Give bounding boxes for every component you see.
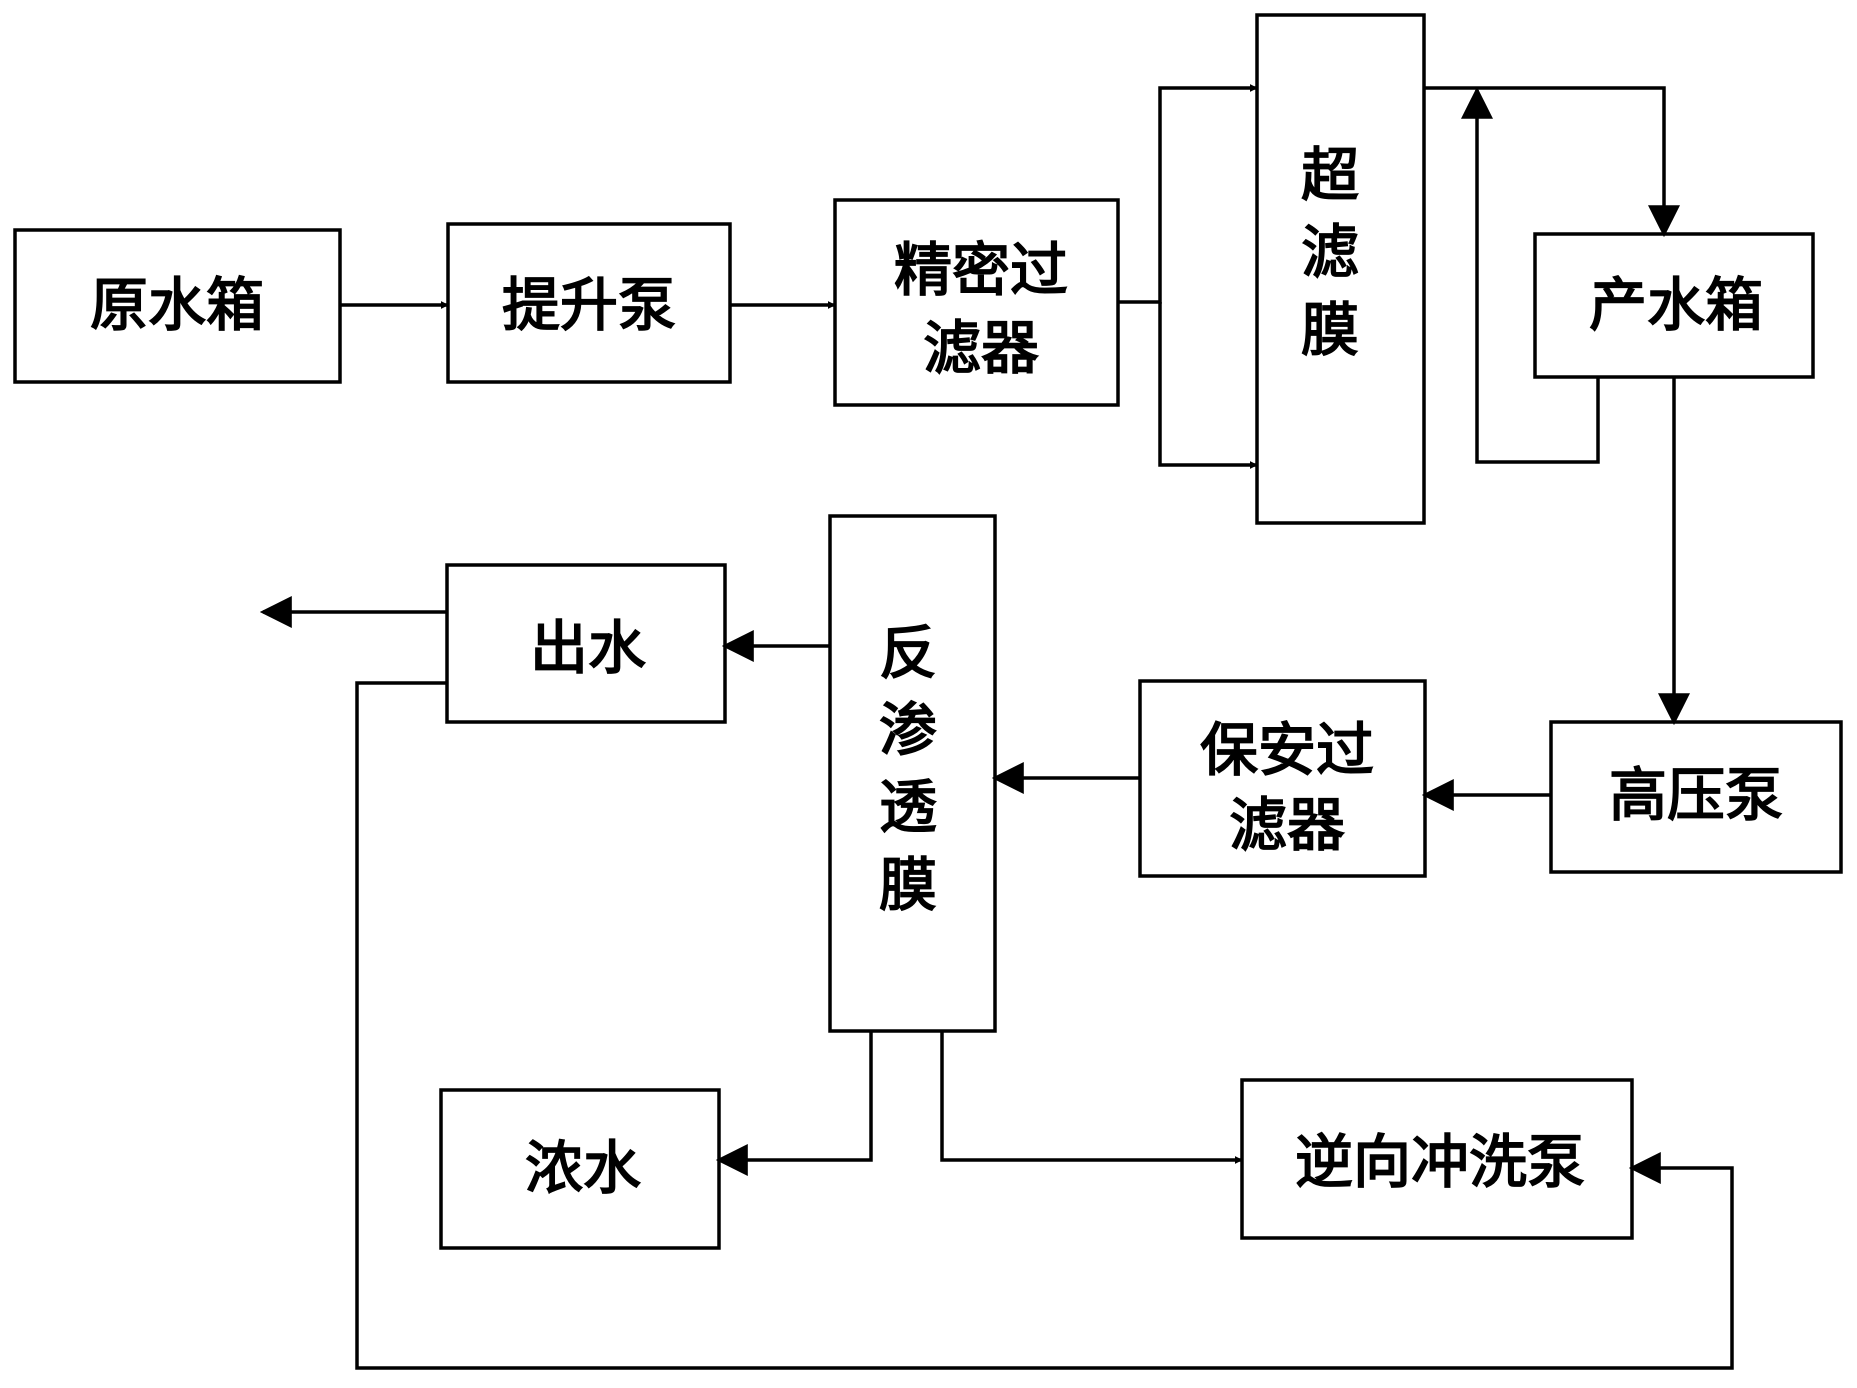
node-security-filter: 保安过 滤器 — [1138, 679, 1427, 878]
node-high-pressure-pump: 高压泵 — [1549, 720, 1843, 874]
node-raw-tank-label: 原水箱 — [90, 271, 264, 339]
node-security-filter-label-2: 滤器 — [1229, 791, 1346, 859]
node-high-pressure-pump-label: 高压泵 — [1609, 761, 1783, 829]
node-security-filter-label-1: 保安过 — [1200, 716, 1374, 784]
node-uf-membrane: 超 滤 膜 — [1255, 13, 1426, 525]
node-ro-membrane-label-2: 渗 — [879, 696, 937, 764]
node-concentrate-label: 浓水 — [525, 1134, 642, 1202]
edge-precision-filter-to-uf-bottom — [1158, 302, 1258, 469]
node-precision-filter: 精密过 滤器 — [833, 198, 1120, 407]
edge-outlet-water-to-backwash-pump-loop — [355, 681, 1734, 1370]
node-uf-membrane-label-2: 滤 — [1301, 218, 1359, 286]
node-raw-tank: 原水箱 — [13, 228, 342, 384]
node-product-tank-label: 产水箱 — [1589, 271, 1763, 339]
edge-precision-filter-to-uf-top — [1118, 84, 1258, 304]
node-ro-membrane-label-4: 膜 — [879, 851, 937, 919]
node-lift-pump: 提升泵 — [446, 222, 732, 384]
node-backwash-pump: 逆向冲洗泵 — [1240, 1078, 1634, 1240]
node-concentrate: 浓水 — [439, 1088, 721, 1250]
node-precision-filter-label-2: 滤器 — [923, 314, 1040, 382]
node-lift-pump-label: 提升泵 — [502, 271, 676, 339]
edge-uf-to-product-tank — [1424, 86, 1680, 238]
edge-product-tank-recirculation — [1461, 86, 1600, 464]
node-outlet-water-label: 出水 — [530, 614, 647, 682]
node-ro-membrane: 反 渗 透 膜 — [828, 514, 997, 1033]
node-uf-membrane-label-3: 膜 — [1301, 296, 1359, 364]
node-backwash-pump-label: 逆向冲洗泵 — [1295, 1128, 1585, 1196]
node-product-tank: 产水箱 — [1533, 232, 1815, 379]
node-ro-membrane-label-1: 反 — [879, 619, 937, 687]
node-uf-membrane-label-1: 超 — [1301, 141, 1360, 209]
node-precision-filter-label-1: 精密过 — [894, 236, 1068, 304]
edge-ro-to-backwash-pump — [940, 1031, 1243, 1164]
node-outlet-water: 出水 — [445, 563, 727, 724]
edge-ro-to-concentrate — [715, 1031, 873, 1176]
node-ro-membrane-label-3: 透 — [879, 773, 938, 841]
